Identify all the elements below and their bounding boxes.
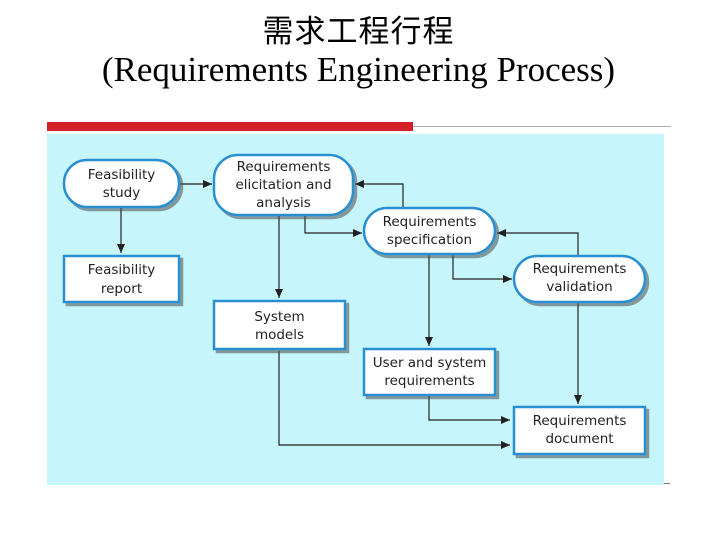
node-system-models: System models (212, 299, 347, 351)
node-system-models-line1: System (254, 309, 304, 325)
connector-elicitation-to-specification (304, 216, 362, 237)
node-requirements-document: Requirements document (512, 405, 647, 456)
node-user-system-requirements-line1: User and system (373, 355, 487, 371)
node-user-system-requirements: User and system requirements (362, 347, 497, 397)
divider-line (413, 126, 671, 127)
node-feasibility-report-line2: report (101, 281, 142, 297)
node-validation-line2: validation (546, 279, 612, 295)
node-requirements-document-line2: document (545, 431, 613, 447)
node-elicitation-line3: analysis (256, 195, 311, 211)
node-specification: Requirements specification (362, 206, 497, 256)
page-title-chinese: 需求工程行程 (262, 14, 455, 50)
node-elicitation-line1: Requirements (237, 159, 331, 175)
connector-user-requirements-to-document (428, 396, 510, 424)
node-feasibility-report: Feasibility report (62, 254, 181, 304)
node-user-system-requirements-line2: requirements (384, 373, 474, 389)
node-specification-line2: specification (387, 232, 472, 248)
connector-validation-to-specification (497, 229, 579, 255)
corner-tick (664, 483, 670, 484)
node-system-models-line2: models (255, 327, 304, 343)
connector-specification-to-elicitation (355, 180, 404, 208)
node-feasibility-study-line2: study (103, 185, 140, 201)
page-title-english: (Requirements Engineering Process) (101, 50, 616, 89)
node-specification-line1: Requirements (383, 214, 477, 230)
node-elicitation: Requirements elicitation and analysis (212, 153, 355, 217)
connector-specification-to-validation (452, 255, 512, 283)
node-feasibility-report-line1: Feasibility (88, 262, 156, 278)
node-elicitation-line2: elicitation and (235, 177, 331, 193)
node-validation: Requirements validation (512, 254, 647, 304)
node-requirements-document-line1: Requirements (533, 413, 627, 429)
node-feasibility-study: Feasibility study (62, 158, 181, 209)
accent-bar (47, 122, 413, 131)
node-validation-line1: Requirements (533, 261, 627, 277)
node-feasibility-study-line1: Feasibility (88, 167, 156, 183)
connectors (117, 180, 582, 449)
connector-models-to-document (278, 351, 510, 449)
